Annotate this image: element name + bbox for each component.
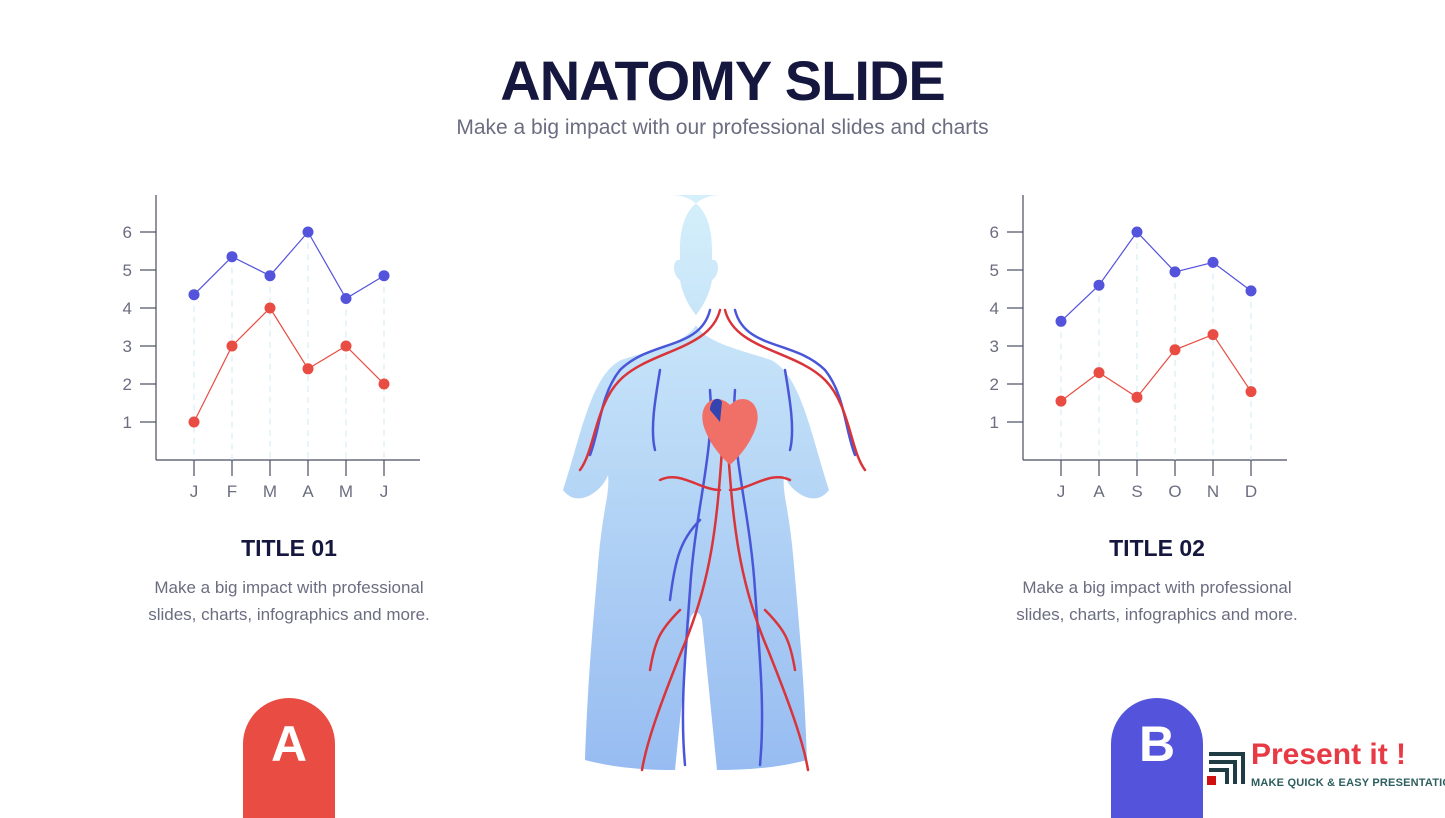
y-tick-label: 3 <box>123 337 132 356</box>
data-point-red <box>340 340 352 352</box>
data-point-blue <box>1245 285 1257 297</box>
data-point-red <box>1169 344 1181 356</box>
chart-left: 1 2 3 4 5 6J F M A M J <box>123 195 420 501</box>
page-subtitle: Make a big impact with our professional … <box>456 116 989 139</box>
x-tick-label: J <box>380 482 389 501</box>
y-tick-label: 2 <box>123 375 132 394</box>
y-tick-label: 6 <box>990 223 999 242</box>
series-line-blue <box>1060 231 1252 322</box>
data-point-blue <box>1093 279 1105 291</box>
data-point-red <box>264 302 276 314</box>
x-tick-label: J <box>1057 482 1066 501</box>
x-tick-label: O <box>1168 482 1181 501</box>
x-tick-label: D <box>1245 482 1257 501</box>
data-point-blue <box>302 226 314 238</box>
data-point-blue <box>340 293 352 304</box>
badge-b: B <box>1111 698 1203 818</box>
x-tick-label: A <box>1093 482 1105 501</box>
data-point-red <box>226 340 238 352</box>
y-tick-label: 4 <box>123 299 132 318</box>
page-title: ANATOMY SLIDE <box>500 49 945 112</box>
data-point-blue <box>1055 315 1067 327</box>
x-tick-label: S <box>1131 482 1142 501</box>
data-point-red <box>378 378 390 390</box>
y-tick-label: 3 <box>990 337 999 356</box>
chart-right: 1 2 3 4 5 6J A S O N D <box>990 195 1287 501</box>
data-point-blue <box>378 270 390 282</box>
human-body-illustration <box>563 195 867 772</box>
series-line-red <box>193 307 385 423</box>
x-tick-label: J <box>190 482 199 501</box>
y-tick-label: 1 <box>123 413 132 432</box>
badge-a: A <box>243 698 335 818</box>
section-text-01: Make a big impact with professional slid… <box>148 578 430 624</box>
y-tick-label: 1 <box>990 413 999 432</box>
data-point-red <box>1131 391 1143 403</box>
series-line-red <box>1060 333 1252 402</box>
data-point-blue <box>188 289 200 301</box>
y-tick-label: 5 <box>990 261 999 280</box>
logo-mark-icon <box>1207 752 1245 785</box>
logo-name: Present it ! <box>1251 738 1407 771</box>
section-title-02: TITLE 02 <box>1109 535 1205 561</box>
x-tick-label: M <box>339 482 353 501</box>
y-tick-label: 5 <box>123 261 132 280</box>
data-point-red <box>302 363 314 375</box>
data-point-blue <box>1169 266 1181 278</box>
series-line-blue <box>193 230 385 300</box>
data-point-blue <box>226 251 238 263</box>
data-point-red <box>1207 329 1219 341</box>
data-point-blue <box>264 270 276 282</box>
y-tick-label: 4 <box>990 299 999 318</box>
data-point-blue <box>1131 226 1143 238</box>
data-point-blue <box>1207 256 1219 268</box>
y-tick-label: 6 <box>123 223 132 242</box>
heart-icon <box>702 398 758 465</box>
x-tick-label: M <box>263 482 277 501</box>
present-it-logo: Present it ! MAKE QUICK & EASY PRESENTAT… <box>1207 738 1445 794</box>
data-point-red <box>1245 386 1257 398</box>
x-tick-label: F <box>227 482 237 501</box>
data-point-red <box>188 416 200 428</box>
section-text-02: Make a big impact with professional slid… <box>1016 578 1298 624</box>
x-tick-label: N <box>1207 482 1219 501</box>
x-tick-label: A <box>302 482 314 501</box>
data-point-red <box>1093 367 1105 379</box>
logo-tagline: MAKE QUICK & EASY PRESENTATIONS <box>1251 777 1445 789</box>
data-point-red <box>1055 395 1067 407</box>
y-tick-label: 2 <box>990 375 999 394</box>
section-title-01: TITLE 01 <box>241 535 337 561</box>
